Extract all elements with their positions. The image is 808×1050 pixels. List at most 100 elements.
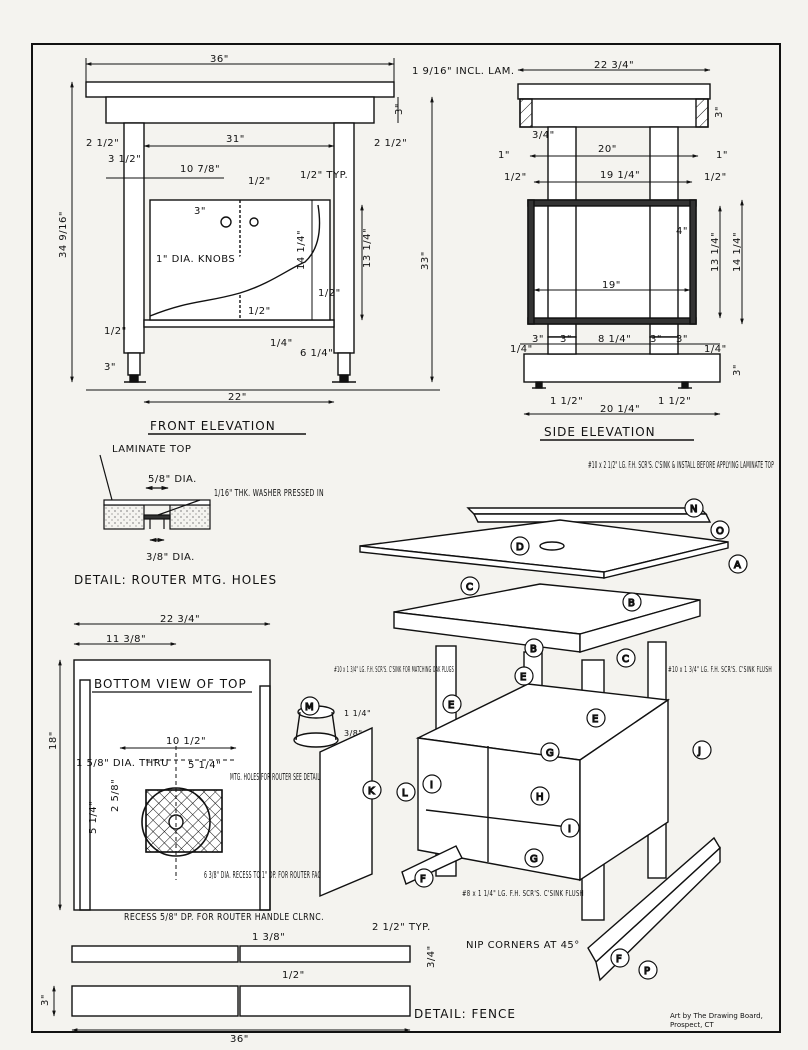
svg-text:E: E [592, 714, 599, 725]
side-q-left: 1/4" [510, 344, 533, 355]
svg-text:C: C [622, 654, 629, 665]
bv-10-1-2: 10 1/2" [166, 736, 206, 747]
svg-text:J: J [697, 746, 701, 757]
side-14-1-4: 14 1/4" [732, 232, 743, 272]
dim-36: 36" [210, 54, 229, 65]
note-top-text: #10 x 2 1/2" LG. F.H. SCR'S. C'SINK & IN… [588, 460, 774, 471]
dia-5-8: 5/8" DIA. [148, 474, 197, 485]
dim-31: 31" [226, 134, 245, 145]
dim-overall-33: 33" [420, 251, 431, 270]
credit-line1: Art by The Drawing Board, [670, 1012, 763, 1020]
side-1-5-r: 1 1/2" [658, 396, 691, 407]
svg-text:C: C [466, 582, 473, 593]
svg-text:G: G [530, 854, 538, 865]
front-dims: 36" 1 9/16" INCL. LAM. 3" 2 1/2" 2 1/2" … [58, 54, 515, 435]
bv-22-3-4: 22 3/4" [160, 614, 200, 625]
bv-dia-1-5-8: 1 5/8" DIA. THRU [76, 758, 169, 769]
exploded-view [293, 507, 729, 982]
svg-text:L: L [402, 788, 408, 799]
svg-text:F: F [420, 874, 426, 885]
side-1-5-l: 1 1/2" [550, 396, 583, 407]
fence-detail [52, 945, 411, 1032]
side-half-right: 1/2" [704, 172, 727, 183]
side-b3a: 3" [532, 334, 544, 345]
svg-text:E: E [448, 700, 455, 711]
label-b2: B [524, 638, 544, 658]
dim-typ: 1/2" TYP. [300, 170, 348, 181]
m-dim-2: 3/8" [344, 729, 363, 738]
dim-laminate: 1 9/16" INCL. LAM. [412, 66, 515, 77]
svg-text:N: N [690, 504, 698, 515]
side-title: SIDE ELEVATION [544, 425, 656, 439]
bv-recess-dia: 6 3/8" DIA. RECESS TO 1" DP. FOR ROUTER … [204, 870, 324, 881]
label-h: H [530, 786, 550, 806]
bv-mtg-note: MTG. HOLES FOR ROUTER SEE DETAIL [230, 772, 320, 783]
note-low: #8 x 1 1/4" LG. F.H. SCR'S. C'SINK FLUSH [462, 889, 584, 898]
side-19-1-4: 19 1/4" [600, 170, 640, 181]
side-b3c: 3" [650, 334, 662, 345]
laminate-top-label: LAMINATE TOP [112, 444, 191, 455]
label-e2: E [442, 694, 462, 714]
svg-text:K: K [368, 786, 375, 797]
side-8-1-4: 8 1/4" [598, 334, 631, 345]
label-c2: C [616, 648, 636, 668]
dia-3-8: 3/8" DIA. [146, 552, 195, 563]
bv-18: 18" [48, 731, 59, 750]
fence-3: 3" [40, 994, 51, 1006]
dim-6-1-4: 6 1/4" [300, 348, 333, 359]
fence-1-3-8: 1 3/8" [252, 932, 285, 943]
side-1-left: 1" [498, 150, 510, 161]
side-13-1-4: 13 1/4" [710, 232, 721, 272]
router-detail-title: DETAIL: ROUTER MTG. HOLES [74, 573, 277, 587]
label-i2: I [560, 818, 580, 838]
label-p: P [638, 960, 658, 980]
front-elevation [70, 58, 440, 404]
label-d: D [510, 536, 530, 556]
svg-text:D: D [516, 542, 524, 553]
note-left: #10 x 1 3/4" LG. F.H. SCR'S. C'SINK FOR … [334, 665, 454, 674]
label-g2: G [524, 848, 544, 868]
side-dims: 22 3/4" 3" 3/4" 1" 20" 1" 1/2" 19 1/4" 1… [498, 60, 743, 441]
washer-note: 1/16" THK. WASHER PRESSED IN [214, 488, 324, 499]
side-3: 3" [714, 106, 725, 118]
label-j: J [692, 740, 712, 760]
bv-11-3-8: 11 3/8" [106, 634, 146, 645]
side-22-3-4: 22 3/4" [594, 60, 634, 71]
label-o: O [710, 520, 730, 540]
side-b3d: 3" [676, 334, 688, 345]
dim-22: 22" [228, 392, 247, 403]
fence-title: DETAIL: FENCE [414, 1007, 516, 1021]
svg-text:E: E [520, 672, 527, 683]
credit-line2: Prospect, CT [670, 1021, 714, 1029]
fence-2-1-2: 2 1/2" TYP. [372, 922, 431, 933]
note-right: #10 x 1 3/4" LG. F.H. SCR'S. C'SINK FLUS… [668, 665, 772, 674]
svg-text:M: M [305, 702, 314, 713]
label-b1: B [622, 592, 642, 612]
m-dim-1: 1 1/4" [344, 709, 371, 718]
label-l: L [396, 782, 416, 802]
dim-foot-3: 3" [104, 362, 116, 373]
dim-14-1-4: 14 1/4" [296, 230, 307, 270]
fence-3-4: 3/4" [426, 945, 437, 968]
dim-quarter: 1/4" [270, 338, 293, 349]
fence-half: 1/2" [282, 970, 305, 981]
dim-3-5: 3 1/2" [108, 154, 141, 165]
label-k: K [362, 780, 382, 800]
page-border [31, 43, 781, 1033]
front-title: FRONT ELEVATION [150, 419, 276, 433]
label-n: N [684, 498, 704, 518]
bv-recess-handle: RECESS 5/8" DP. FOR ROUTER HANDLE CLRNC. [124, 912, 324, 923]
dim-overall-34: 34 9/16" [58, 211, 69, 258]
svg-text:I: I [568, 824, 571, 835]
dim-bottom-half: 1/2" [104, 326, 127, 337]
label-i1: I [422, 774, 442, 794]
bv-2-5-8: 2 5/8" [110, 779, 121, 812]
dim-half-mid: 1/2" [248, 306, 271, 317]
label-e1: E [514, 666, 534, 686]
svg-text:O: O [716, 526, 724, 537]
svg-text:A: A [734, 560, 741, 571]
bottom-view-text: 22 3/4" 11 3/8" 18" BOTTOM VIEW OF TOP 1… [48, 614, 324, 923]
label-f2: F [610, 948, 630, 968]
svg-text:P: P [644, 966, 651, 977]
label-e3: E [586, 708, 606, 728]
